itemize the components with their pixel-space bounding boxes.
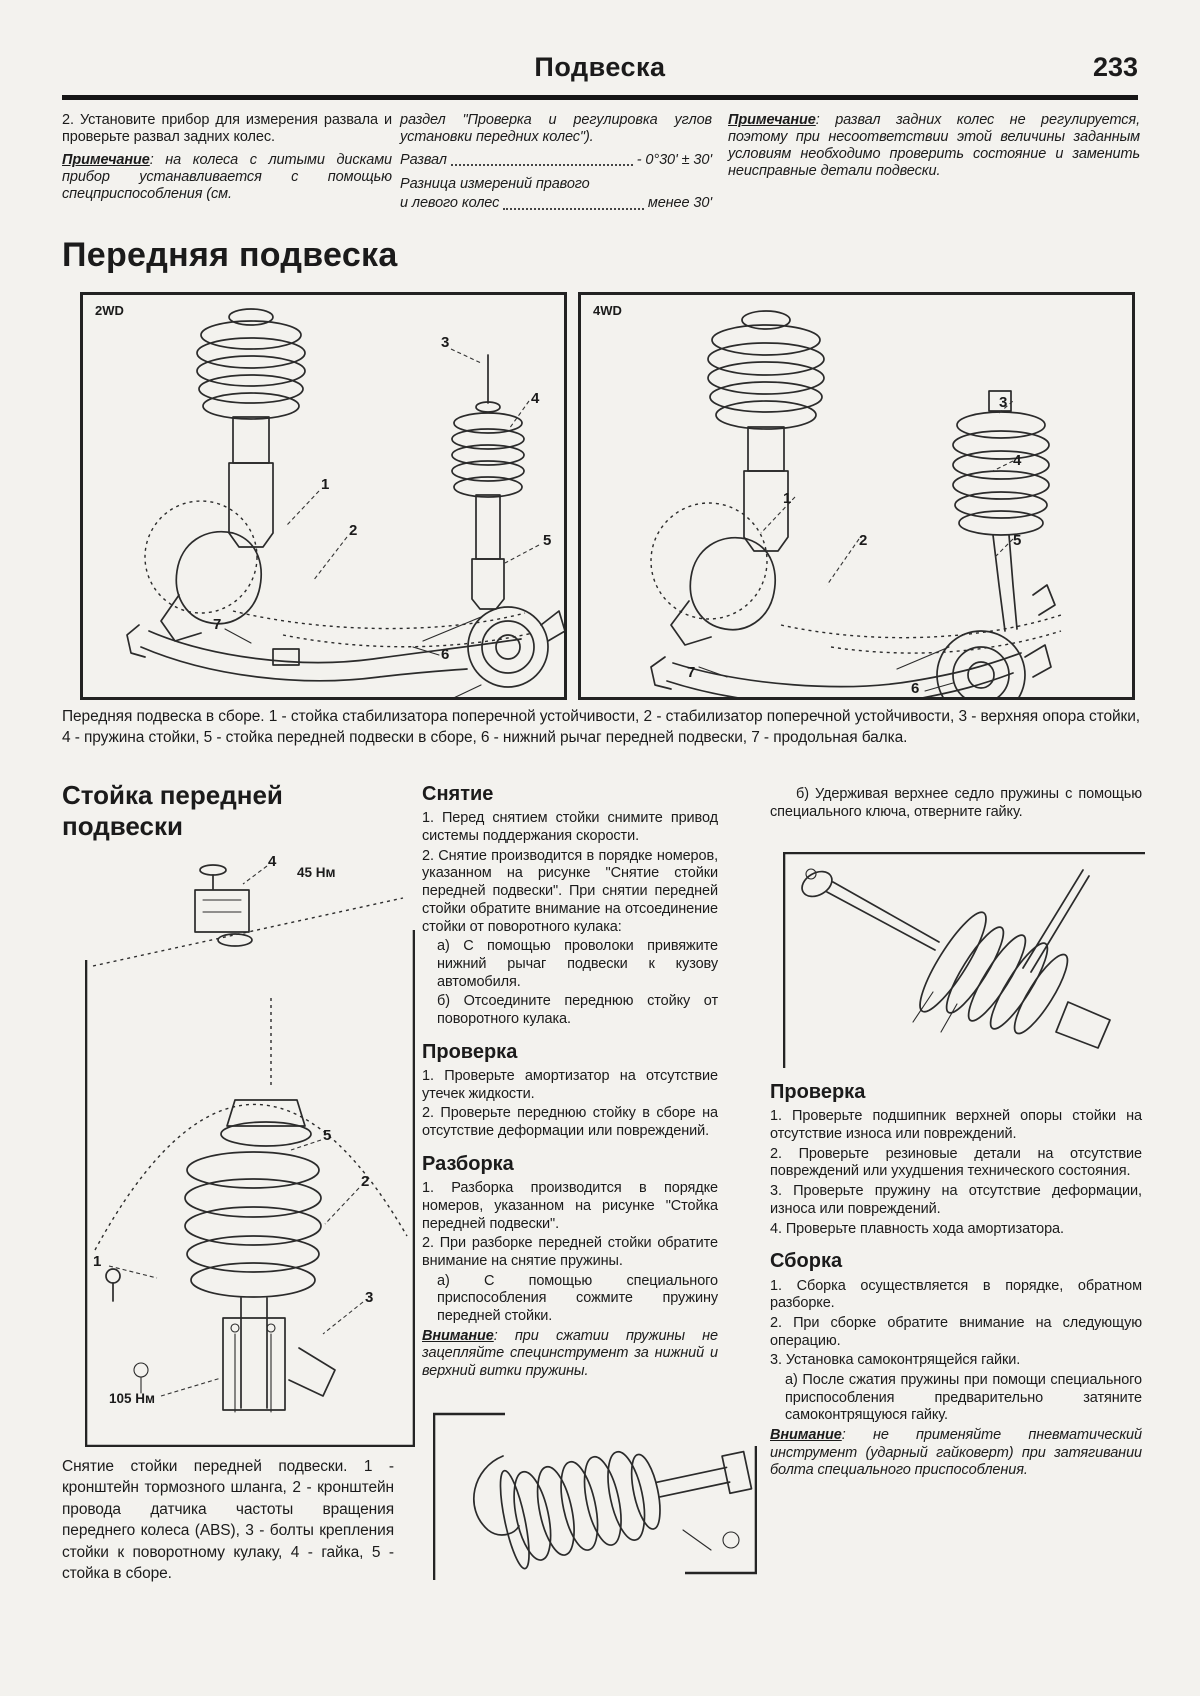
spec-value: менее 30' [647, 195, 712, 212]
figure-part-label: 4 [268, 853, 277, 870]
figure-part-label: 6 [441, 646, 450, 663]
warning-paragraph: Внимание: при сжатии пружины не зацепляй… [422, 1328, 718, 1381]
figure-spring-seat-wrench [783, 852, 1145, 1068]
heading-assembly: Сборка [770, 1250, 843, 1273]
spec-value: - 0°30' ± 30' [636, 152, 712, 169]
figure-variant-tag: 4WD [593, 303, 622, 318]
figure-4wd: 4WD [578, 292, 1135, 700]
figure-part-label: 5 [323, 1127, 332, 1144]
assembly-step: 1. Сборка осуществляется в порядке, обра… [770, 1277, 1142, 1312]
header-rule [62, 95, 1138, 100]
figure-part-label: 4 [531, 390, 540, 407]
torque-label-bottom: 105 Нм [109, 1391, 156, 1406]
middle-column: Снятие 1. Перед снятием стойки снимите п… [422, 782, 718, 1383]
figure-spring-compressor [433, 1408, 757, 1580]
note-paragraph: Примечание: на колеса с литыми дисками п… [62, 152, 392, 203]
inspection-step: 1. Проверьте амортизатор на отсутствие у… [422, 1068, 718, 1102]
spec-label: Развал [400, 152, 447, 169]
disassembly-substep: а) С помощью специального приспособления… [437, 1272, 718, 1324]
warning-label: Внимание [422, 1327, 494, 1344]
figure-part-label: 1 [93, 1253, 102, 1270]
inspection-step: 2. Проверьте резиновые детали на отсутст… [770, 1145, 1142, 1180]
note-text: : на колеса с литыми дисками прибор уста… [62, 152, 392, 203]
spec-row-difference: и левого колес менее 30' [400, 195, 712, 212]
intro-column-1: 2. Установите прибор для измерения разва… [62, 112, 392, 206]
strut-diagram [85, 864, 415, 1447]
section-heading-strut: Стойка передней подвески [62, 780, 283, 842]
figure-part-label: 2 [349, 522, 358, 539]
inspection-step: 3. Проверьте пружину на отсутствие дефор… [770, 1183, 1142, 1217]
figure-caption-front-suspension: Передняя подвеска в сборе. 1 - стойка ст… [62, 708, 1140, 747]
removal-substep: б) Отсоедините переднюю стойку от поворо… [437, 993, 718, 1027]
heading-disassembly: Разборка [422, 1152, 514, 1175]
figure-part-label: 1 [321, 476, 330, 493]
assembly-substep: а) После сжатия пружины при помощи специ… [785, 1372, 1142, 1424]
spec-line: Разница измерений правого [400, 176, 590, 193]
disassembly-step: 1. Разборка производится в порядке номер… [422, 1180, 718, 1232]
right-column-main: Проверка 1. Проверьте подшипник верхней … [770, 1080, 1142, 1482]
intro-column-3: Примечание: развал задних колес не регул… [728, 112, 1140, 182]
right-column-intro: б) Удерживая верхнее седло пружины с пом… [770, 786, 1142, 823]
figure-part-label: 2 [361, 1173, 370, 1190]
removal-step: 2. Снятие производится в порядке номеров… [422, 847, 718, 935]
figure-part-label: 1 [783, 490, 792, 507]
inspection-step: 1. Проверьте подшипник верхней опоры сто… [770, 1108, 1142, 1143]
page-title: Подвеска [534, 52, 666, 82]
note-text: : развал задних колес не регулируется, п… [728, 112, 1140, 180]
spring-compressor-diagram [433, 1412, 757, 1580]
step-paragraph: 2. Установите прибор для измерения разва… [62, 112, 392, 146]
figure-part-label: 3 [999, 394, 1008, 411]
section-heading-front-suspension: Передняя подвеска [62, 236, 398, 274]
note-paragraph: Примечание: развал задних колес не регул… [728, 112, 1140, 180]
figure-part-label: 3 [365, 1289, 374, 1306]
suspension-diagram-4wd [650, 310, 1062, 697]
inspection-step: 2. Проверьте переднюю стойку в сборе на … [422, 1105, 718, 1140]
disassembly-step: 2. При разборке передней стойки обратите… [422, 1235, 718, 1269]
suspension-diagram-2wd [126, 308, 564, 697]
inspection-step: 4. Проверьте плавность хода амортизатора… [770, 1220, 1064, 1237]
figure-part-label: 2 [859, 532, 868, 549]
figure-part-label: 7 [687, 664, 696, 681]
spec-row-camber: Развал - 0°30' ± 30' [400, 152, 712, 169]
removal-step: 1. Перед снятием стойки снимите привод с… [422, 810, 718, 845]
intro-column-2: раздел "Проверка и регулировка углов уст… [400, 112, 712, 213]
warning-paragraph: Внимание: не применяйте пневматический и… [770, 1427, 1142, 1480]
continuation-paragraph: раздел "Проверка и регулировка углов уст… [400, 112, 712, 146]
figure-part-label: 5 [543, 532, 552, 549]
substep-b: б) Удерживая верхнее седло пружины с пом… [770, 786, 1142, 820]
warning-text: : не применяйте пневматический инструмен… [770, 1427, 1142, 1479]
spring-seat-wrench-diagram [783, 852, 1145, 1068]
figure-part-label: 7 [213, 616, 222, 633]
assembly-step: 2. При сборке обратите внимание на следу… [770, 1314, 1142, 1349]
heading-inspection-2: Проверка [770, 1081, 866, 1103]
figure-part-label: 5 [1013, 532, 1022, 549]
torque-label-top: 45 Нм [297, 865, 336, 880]
dotted-leader [503, 207, 644, 210]
page-number: 233 [1092, 52, 1138, 82]
note-label: Примечание [62, 152, 150, 169]
assembly-step: 3. Установка самоконтрящейся гайки. [770, 1352, 1021, 1369]
figure-part-label: 4 [1013, 452, 1022, 469]
figure-part-label: 6 [911, 680, 920, 697]
heading-inspection: Проверка [422, 1040, 518, 1063]
figure-2wd: 2WD [80, 292, 567, 700]
spec-label: и левого колес [400, 195, 500, 212]
figure-caption-strut-removal: Снятие стойки передней подвески. 1 - кро… [62, 1458, 394, 1582]
figure-strut: 4 45 Нм 1 5 2 3 105 Нм [85, 848, 415, 1447]
dotted-leader [450, 164, 633, 167]
warning-text: : при сжатии пружины не зацепляйте специ… [422, 1327, 718, 1380]
heading-removal: Снятие [422, 783, 494, 805]
figure-variant-tag: 2WD [95, 303, 124, 318]
warning-label: Внимание [770, 1427, 842, 1444]
note-label: Примечание [728, 112, 816, 128]
figure-part-label: 3 [441, 334, 450, 351]
removal-substep: а) С помощью проволоки привяжите нижний … [437, 938, 718, 990]
